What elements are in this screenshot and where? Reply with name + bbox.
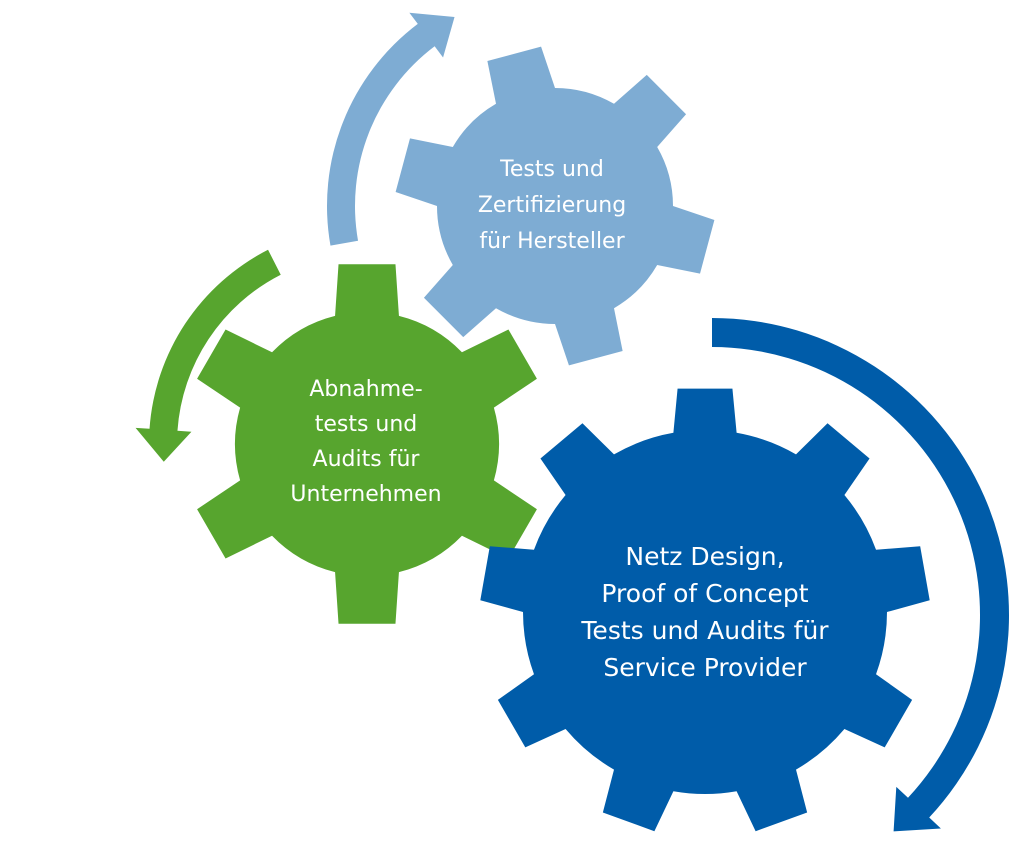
label-line: Tests und [500, 157, 604, 182]
gear-label-manufacturers: Tests und Zertifizierung für Hersteller [478, 152, 626, 260]
label-line: Audits für [312, 447, 420, 472]
gear-label-service-providers: Netz Design, Proof of Concept Tests und … [581, 538, 828, 686]
green-cycle-arrow [135, 249, 281, 462]
label-line: Proof of Concept [601, 579, 809, 608]
gear-enterprises [197, 264, 537, 624]
label-line: für Hersteller [479, 229, 625, 254]
label-line: Netz Design, [625, 542, 785, 571]
label-line: Abnahme- [309, 377, 423, 402]
gear-manufacturers [395, 46, 715, 366]
dark-blue-cycle-arrow [712, 318, 1009, 832]
label-line: Service Provider [603, 653, 807, 682]
gear-label-enterprises: Abnahme- tests und Audits für Unternehme… [290, 372, 441, 512]
label-line: Unternehmen [290, 482, 442, 507]
light-blue-cycle-arrow [327, 12, 455, 246]
label-line: Tests und Audits für [581, 616, 829, 645]
gear-service-providers [480, 388, 930, 832]
label-line: Zertifizierung [477, 193, 627, 218]
label-line: tests und [314, 412, 418, 437]
